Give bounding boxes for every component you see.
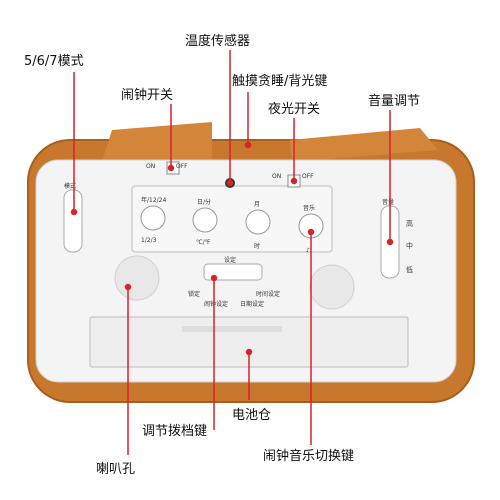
callout-mode: 5/6/7模式 bbox=[24, 54, 84, 69]
volume-label: 音量 bbox=[382, 198, 394, 206]
mode-label: 模式 bbox=[64, 182, 76, 190]
slide-top: 设定 bbox=[224, 256, 236, 264]
setting-slide[interactable] bbox=[203, 263, 263, 281]
on-right-label: ON bbox=[272, 173, 281, 180]
callout-battery: 电池仓 bbox=[232, 408, 272, 423]
mode-slider[interactable] bbox=[63, 189, 83, 253]
button-month[interactable] bbox=[245, 209, 271, 235]
callout-lines bbox=[70, 50, 394, 455]
btn1-top: 年/12/24 bbox=[141, 196, 166, 204]
slide-r2: 日期设定 bbox=[240, 300, 264, 308]
button-year[interactable] bbox=[140, 205, 166, 231]
btn1-bottom: 1/2/3 bbox=[141, 237, 157, 244]
on-left-label: ON bbox=[146, 163, 155, 170]
callout-music-key: 闹钟音乐切换键 bbox=[263, 449, 355, 464]
callout-temp-sensor: 温度传感器 bbox=[185, 34, 251, 49]
callout-speaker: 喇叭孔 bbox=[96, 462, 136, 477]
slide-r1: 时间设定 bbox=[256, 290, 280, 298]
off-right-label: OFF bbox=[302, 173, 314, 180]
btn4-top: 音乐 bbox=[303, 204, 315, 212]
vol-mid: 中 bbox=[406, 241, 413, 250]
vol-high: 高 bbox=[406, 219, 413, 228]
speaker-right bbox=[309, 264, 355, 310]
vol-low: 低 bbox=[406, 265, 413, 274]
slide-l2: 闹钟设定 bbox=[204, 300, 228, 308]
left-top-tab bbox=[100, 122, 212, 168]
button-day[interactable] bbox=[192, 207, 218, 233]
callout-slide-key: 调节拨档键 bbox=[142, 424, 208, 439]
right-top-tab bbox=[290, 128, 438, 162]
speaker-left bbox=[114, 255, 160, 301]
callout-night-light: 夜光开关 bbox=[268, 102, 321, 117]
callout-volume: 音量调节 bbox=[368, 94, 421, 109]
btn2-bottom: ℃/℉ bbox=[196, 239, 211, 246]
btn3-top: 月 bbox=[254, 201, 260, 208]
btn2-top: 日/分 bbox=[197, 198, 211, 206]
callout-alarm-switch: 闹钟开关 bbox=[121, 88, 174, 103]
callout-snooze: 触摸贪睡/背光键 bbox=[232, 74, 328, 89]
slide-l1: 锁定 bbox=[188, 290, 200, 298]
btn3-bottom: 时 bbox=[254, 242, 260, 250]
off-left-label: OFF bbox=[176, 163, 188, 170]
btn4-bottom: ♪ bbox=[306, 247, 310, 254]
